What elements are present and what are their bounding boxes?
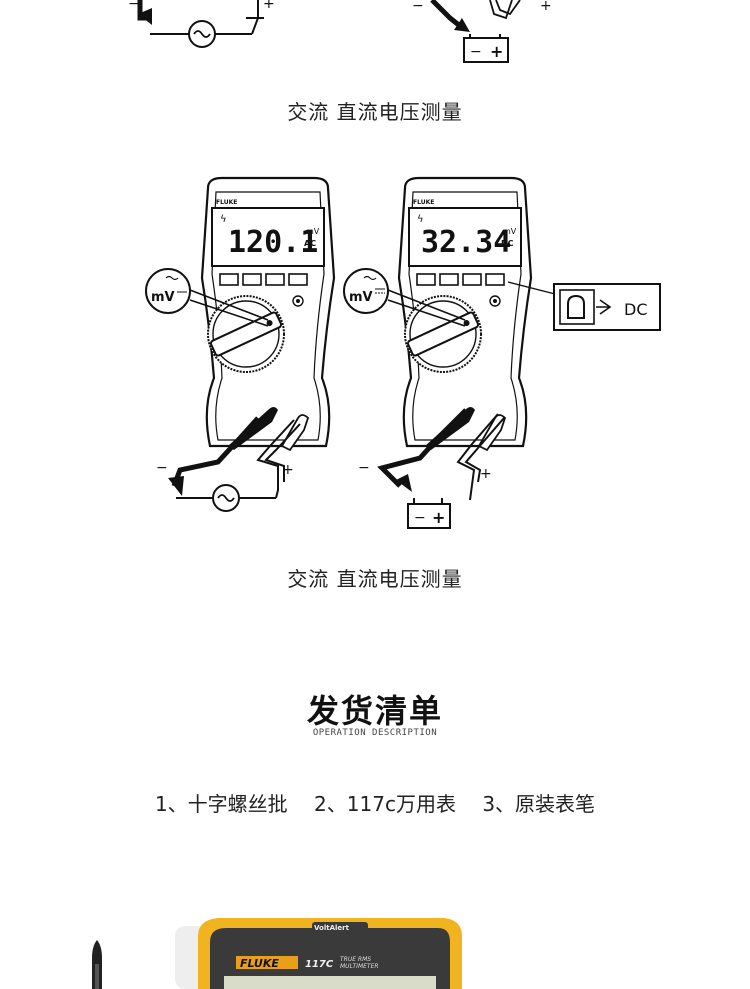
screwdriver-icon: [92, 940, 102, 989]
right-dc-circuit: − + + −: [358, 408, 505, 529]
right-dial-callout: mV: [343, 268, 466, 327]
dc-circuit-top: − + + −: [412, 0, 552, 63]
shipping-item-1: 1、十字螺丝批: [154, 792, 288, 816]
meter-left-brand: FLUKE: [216, 199, 237, 206]
shipping-items: 1、十字螺丝批 2、117c万用表 3、原装表笔: [0, 788, 750, 817]
svg-text:−: −: [412, 0, 424, 14]
top-diagram-partial: + − − + + −: [128, 0, 552, 63]
meter-left-unit-bottom: AC: [304, 239, 316, 248]
meter-left-ac: FLUKE ϟ 120.1 mV AC: [200, 176, 336, 452]
shipping-title: 发货清单: [306, 692, 443, 730]
meter-right-unit-bottom: DC: [501, 239, 514, 248]
multimeter-photo: VoltAlert FLUKE 117C TRUE RMS MULTIMETER: [198, 918, 462, 989]
left-ac-circuit: + −: [156, 416, 301, 512]
true-rms-label: TRUE RMS: [340, 956, 371, 963]
meter-right-dc: FLUKE ϟ 32.34 mV DC: [397, 176, 533, 452]
shipping-item-2: 2、117c万用表: [314, 792, 456, 816]
shipping-item-3: 3、原装表笔: [482, 792, 596, 816]
svg-text:+: +: [263, 0, 275, 12]
svg-text:−: −: [128, 0, 140, 12]
svg-text:−: −: [470, 44, 482, 60]
svg-text:mV: mV: [151, 290, 175, 305]
svg-text:−: −: [358, 460, 370, 476]
meter-left-reading: 120.1: [228, 225, 318, 260]
svg-text:−: −: [156, 460, 168, 476]
caption-ac-dc-top: 交流 直流电压测量: [287, 100, 463, 124]
caption-ac-dc-main: 交流 直流电压测量: [287, 567, 463, 591]
dc-button-callout: DC: [507, 281, 661, 331]
model-label: 117C: [305, 959, 334, 970]
svg-text:ϟ: ϟ: [417, 214, 424, 225]
dc-callout-label: DC: [624, 300, 648, 319]
svg-text:+: +: [490, 42, 503, 61]
left-dial-callout: mV: [145, 268, 269, 327]
svg-text:+: +: [540, 0, 552, 14]
svg-text:+: +: [480, 466, 492, 482]
meter-right-unit-top: mV: [503, 227, 517, 236]
shipping-subtitle: OPERATION DESCRIPTION: [312, 728, 438, 738]
meter-right-reading: 32.34: [421, 225, 511, 260]
multimeter-label: MULTIMETER: [340, 963, 379, 970]
svg-text:−: −: [414, 510, 426, 526]
meter-left-unit-top: mV: [306, 227, 320, 236]
voltalert-badge: VoltAlert: [314, 924, 350, 932]
ac-circuit-top: + −: [128, 0, 275, 48]
meter-right-brand: FLUKE: [413, 199, 434, 206]
meters-diagram: FLUKE ϟ 120.1 mV AC mV + − FLUKE ϟ 32.34…: [145, 176, 661, 529]
svg-text:ϟ: ϟ: [220, 214, 227, 225]
svg-text:mV: mV: [349, 290, 373, 305]
svg-text:+: +: [432, 508, 445, 527]
svg-text:+: +: [282, 462, 294, 478]
fluke-logo: FLUKE: [240, 957, 279, 970]
product-photo: VoltAlert FLUKE 117C TRUE RMS MULTIMETER: [92, 918, 462, 989]
